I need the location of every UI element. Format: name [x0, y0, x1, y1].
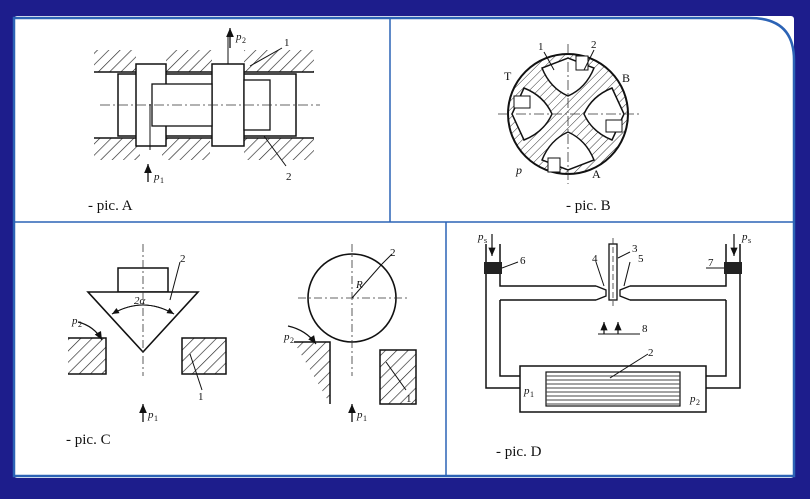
label-2-ball: 2 [390, 247, 396, 259]
panel-c-seat-valves: 2α 2 p 2 1 p 1 R 2 p 2 1 p 1 [68, 244, 417, 423]
label-1: 1 [538, 41, 544, 53]
caption-pic-a: - pic. A [88, 198, 133, 214]
label-6: 6 [520, 255, 526, 267]
caption-pic-b: - pic. B [566, 198, 611, 214]
label-T: T [504, 69, 512, 83]
svg-text:p: p [477, 231, 484, 243]
svg-text:1: 1 [160, 176, 164, 185]
svg-text:p: p [356, 409, 363, 421]
housing-bottom-mid [162, 138, 210, 160]
housing-top-right [244, 50, 314, 72]
svg-text:s: s [484, 236, 487, 245]
svg-text:1: 1 [406, 393, 412, 405]
svg-text:p: p [147, 409, 154, 421]
housing-top-mid [166, 50, 212, 72]
card-border [12, 16, 796, 478]
svg-text:p: p [283, 331, 290, 343]
panel-a-spool-valve: p 2 p 1 1 2 [94, 28, 320, 185]
orifice-left [484, 262, 502, 274]
svg-text:p: p [523, 385, 530, 397]
label-R: R [355, 279, 363, 291]
label-2: 2 [286, 171, 292, 183]
svg-text:p: p [689, 393, 696, 405]
label-2: 2 [648, 347, 654, 359]
label-p: p [515, 163, 522, 177]
svg-text:2: 2 [290, 336, 294, 345]
label-5: 5 [638, 253, 644, 265]
label-p1: p [153, 171, 160, 183]
svg-text:s: s [748, 236, 751, 245]
caption-pic-c: - pic. C [66, 432, 111, 448]
caption-pic-d: - pic. D [496, 444, 542, 460]
label-8: 8 [642, 323, 648, 335]
label-B: B [622, 71, 630, 85]
label-p2: p [235, 31, 242, 43]
orifice-right [724, 262, 742, 274]
label-1: 1 [284, 37, 290, 49]
svg-text:1: 1 [198, 391, 204, 403]
housing-bottom-right [244, 138, 314, 160]
housing-bottom-left [94, 138, 140, 160]
svg-text:2: 2 [242, 36, 246, 45]
label-2: 2 [591, 39, 597, 51]
housing-top-left [94, 50, 136, 72]
label-4: 4 [592, 253, 598, 265]
svg-text:1: 1 [530, 390, 534, 399]
panel-b-rotary-valve: 1 2 T B p A [498, 39, 640, 184]
svg-text:p: p [741, 231, 748, 243]
svg-text:p: p [71, 315, 78, 327]
label-A: A [592, 167, 601, 181]
label-7: 7 [708, 257, 714, 269]
label-3: 3 [632, 243, 638, 255]
svg-text:1: 1 [363, 414, 367, 423]
svg-text:2: 2 [78, 320, 82, 329]
panel-d-nozzle-flapper: p s p s 6 4 3 5 7 8 2 p 1 p 2 [477, 231, 751, 413]
svg-text:2: 2 [696, 398, 700, 407]
label-2alpha: 2α [134, 295, 146, 307]
svg-text:1: 1 [154, 414, 158, 423]
label-2-cone: 2 [180, 253, 186, 265]
